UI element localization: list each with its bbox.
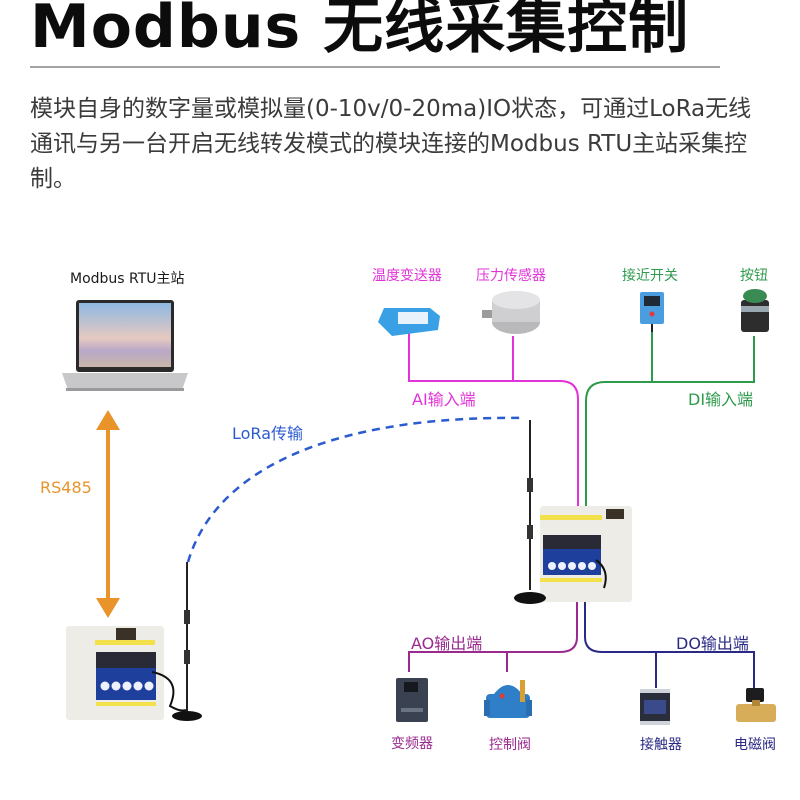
push-button-icon [741, 289, 769, 332]
device-label-solenoid-valve: 电磁阀 [734, 737, 776, 753]
device-label-temperature-transmitter: 温度变送器 [372, 268, 442, 284]
title-divider [30, 66, 720, 68]
proximity-switch-icon [640, 292, 664, 332]
ao-wires [408, 600, 578, 672]
pressure-sensor-icon [482, 291, 540, 334]
lora-link-arc [186, 416, 526, 563]
contactor-icon [640, 689, 670, 725]
do-group-label: DO输出端 [676, 634, 749, 653]
ao-group-label: AO输出端 [411, 634, 483, 653]
device-label-inverter: 变频器 [391, 736, 433, 752]
master-module-icon [66, 626, 187, 720]
control-valve-icon [484, 680, 532, 718]
temperature-transmitter-icon [378, 308, 440, 336]
device-label-contactor: 接触器 [640, 737, 682, 753]
page-title: Modbus 无线采集控制 [30, 0, 690, 62]
inverter-icon [396, 678, 428, 722]
ai-wires [408, 333, 579, 510]
di-wires [585, 330, 755, 510]
rs485-arrow [96, 410, 120, 618]
antenna-icon [514, 420, 546, 604]
solenoid-valve-icon [736, 688, 776, 722]
rs485-label: RS485 [40, 478, 92, 497]
do-wires [584, 600, 755, 688]
di-group-label: DI输入端 [688, 390, 754, 409]
ai-group-label: AI输入端 [412, 390, 476, 409]
antenna-icon [172, 562, 202, 721]
master-label: Modbus RTU主站 [70, 271, 185, 287]
field-module-icon [540, 506, 632, 602]
description-text: 模块自身的数字量或模拟量(0-10v/0-20ma)IO状态，可通过LoRa无线… [30, 96, 752, 192]
device-label-control-valve: 控制阀 [489, 737, 531, 753]
lora-label: LoRa传输 [232, 424, 303, 443]
laptop-icon [62, 300, 188, 391]
device-label-proximity-switch: 接近开关 [622, 268, 678, 284]
device-label-push-button: 按钮 [740, 268, 768, 284]
device-label-pressure-sensor: 压力传感器 [476, 268, 546, 284]
